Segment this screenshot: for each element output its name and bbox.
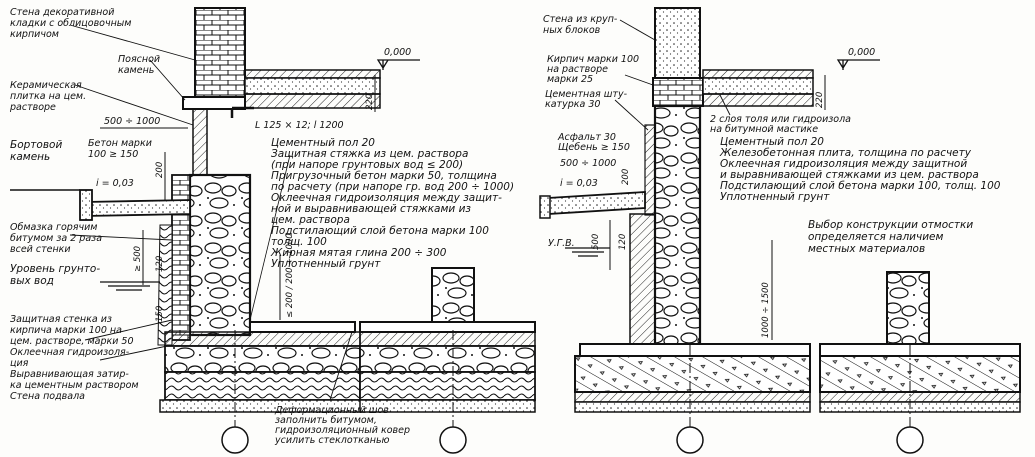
dim-slope-left: i = 0,03 [96,178,134,189]
dim-angle-left: L 125 × 12; l 1200 [255,120,344,131]
cement-floor [249,321,356,333]
label-cement-plaster: Цементная шту- [545,89,628,100]
dim-width-right: 500 ÷ 1000 [560,158,616,169]
label-pavement-note: Выбор конструкции отмостки [808,219,973,231]
label-groundwater: Уровень грунто- [10,263,100,275]
left-detail [10,7,536,454]
dim-120-right: 120 [618,234,628,250]
label-belt-stone: Поясной [118,54,160,65]
floor-slab-top-right [702,69,814,79]
facing-brick-wall [194,7,246,101]
axis-marker [221,426,249,454]
dim-220-left: 220 [365,94,375,110]
dim-220-right: 220 [815,92,825,108]
right-detail [539,7,1021,454]
ceramic-tile [192,108,208,178]
blind-area [84,199,191,217]
svg-text:Стена из круп-ных блоков: Стена из круп-ных блоков [543,14,618,36]
label-leveling-screed: Выравнивающая затир- [10,369,129,380]
floor-slab-bottom [244,93,381,109]
svg-text:Оклеечная гидроизоля-ция: Оклеечная гидроизоля-ция [10,347,130,369]
block-foundation-wall [653,104,702,348]
cement-plaster [644,124,656,216]
floor-spec-right: Цементный пол 20 Железобетонная плита, т… [719,136,1004,203]
label-deformation-joint: Деформационный шов [274,405,389,416]
footing-stones [164,345,361,373]
label-protective-wall: Защитная стенка из [10,314,112,325]
floor-slab-fill [244,77,381,95]
steel-angle [230,106,254,118]
clay-layer [157,224,173,346]
dim-150-left: 150 [155,306,165,322]
waterproof-layer-right [629,213,656,345]
pier-right [886,271,930,345]
svg-text:Уровень грунто-вых вод: Уровень грунто-вых вод [10,263,100,287]
label-groundwater-right: У.Г.В. [548,238,575,249]
cement-floor-right [579,343,811,357]
large-block-wall [654,7,701,79]
dim-width-left: 500 ÷ 1000 [104,116,160,127]
dim-500-left: ≥ 500 [133,246,143,272]
axis-marker [676,426,704,454]
clay-base [164,371,361,401]
svg-text:Цементная шту-катурка 30: Цементная шту-катурка 30 [545,89,628,110]
axis-marker [896,426,924,454]
floor-spec-left: Цементный пол 20 Защитная стяжка из цем.… [270,137,517,270]
label-curb-stone: Бортовой [10,139,62,151]
label-ceramic-tile: Керамическая [10,80,82,91]
floor-slab-top [244,69,381,79]
label-roofing-felt: 2 слоя толя или гидроизола [710,114,851,125]
label-bitumen-coating: Обмазка горячим [10,222,97,233]
dim-range-left: ≤ 200 / 200 ÷ 1000 [285,233,295,318]
curb-stone [79,189,93,221]
label-large-blocks: Стена из круп- [543,14,618,25]
svg-text:Выравнивающая затир-ка цементн: Выравнивающая затир-ка цементным раствор… [10,369,139,391]
right-labels: Стена из круп-ных блоков Кирпич марки 10… [543,14,1004,338]
axis-marker [439,426,467,454]
pier-left [431,267,475,331]
rc-slab [574,355,811,393]
label-concrete-grade: Бетон марки [88,138,152,149]
groundwater-mark [100,281,160,291]
label-glued-waterproofing: Оклеечная гидроизоля- [10,347,130,358]
dim-level-right: 0,000 [848,47,875,58]
label-wall-facing: Стена декоративной [10,7,114,18]
dim-200-left: 200 [155,162,165,178]
screed-layer [164,331,361,347]
rubble-foundation-wall [188,173,252,337]
label-brick-course: Кирпич марки 100 [547,54,639,65]
label-asphalt: Асфальт 30 [557,132,616,143]
dim-120-left: 120 [155,256,165,272]
dim-slope-right: i = 0,03 [560,178,598,189]
dim-200-right: 200 [621,169,631,185]
brick-course [652,77,704,107]
dim-level-left: 0,000 [384,47,411,58]
dim-range-right: 1000 ÷ 1500 [761,282,771,338]
label-basement-wall: Стена подвала [10,391,85,402]
dim-500-right: 500 [591,234,601,250]
level-marker [376,59,420,70]
blind-area-right [547,191,646,215]
